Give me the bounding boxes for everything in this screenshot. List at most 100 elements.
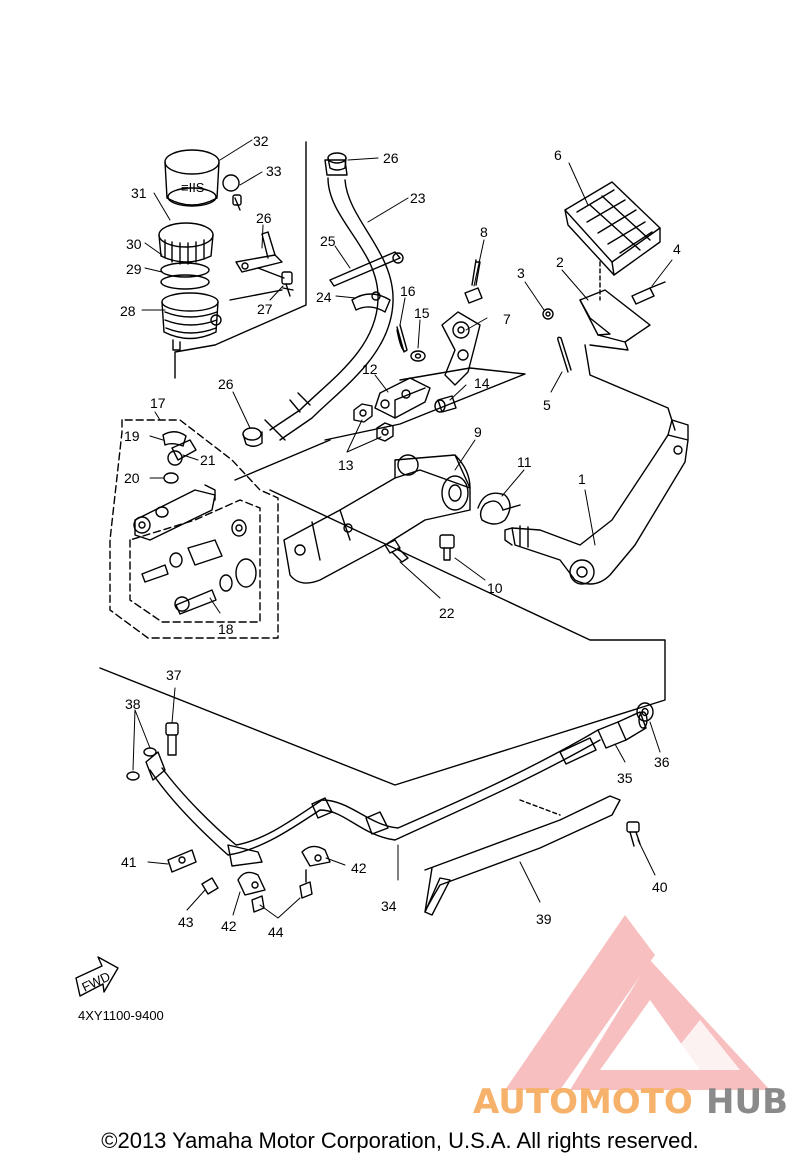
diaphragm-31 — [160, 262, 210, 278]
connection-line-a — [99, 489, 666, 786]
label-2: 2 — [556, 254, 564, 270]
label-6: 6 — [554, 147, 562, 163]
washer-39a — [143, 747, 157, 757]
connection-line-b — [234, 439, 331, 481]
label-28: 27 — [257, 301, 273, 317]
label-26-top: 26 — [383, 150, 399, 166]
svg-text:≡IIS: ≡IIS — [181, 180, 205, 195]
piston-kit-18 — [141, 519, 257, 615]
label-25: 25 — [320, 233, 336, 249]
label-4: 4 — [673, 241, 681, 257]
master-cylinder-group-outline — [109, 419, 279, 639]
label-17: 17 — [150, 395, 166, 411]
label-32: 31 — [131, 185, 147, 201]
watermark-text-1: AUTOMOTO — [473, 1082, 693, 1122]
label-10: 10 — [487, 580, 503, 596]
nut-3 — [542, 308, 554, 320]
hose-clip-26-bottom — [242, 427, 263, 447]
pin-14 — [434, 395, 457, 413]
label-40: 39 — [536, 911, 552, 927]
master-cylinder-body — [133, 484, 216, 541]
brake-pedal-1 — [504, 419, 689, 585]
bolt-8 — [464, 259, 483, 304]
fwd-label: FWD — [79, 969, 112, 995]
bolt-44c — [299, 869, 313, 899]
label-30: 29 — [126, 261, 142, 277]
bolt-44a — [201, 877, 219, 895]
bolt-44b — [251, 895, 265, 913]
label-8: 8 — [480, 224, 488, 240]
label-26-bottom: 26 — [218, 376, 234, 392]
brake-hose-35 — [145, 729, 601, 867]
label-33: 32 — [253, 133, 269, 149]
label-22: 22 — [439, 605, 455, 621]
label-27: 26 — [256, 210, 272, 226]
union-bolt-38 — [165, 722, 179, 756]
label-7: 7 — [503, 311, 511, 327]
label-36: 35 — [617, 770, 633, 786]
bolt-4 — [631, 281, 666, 305]
link-group-outline — [324, 367, 526, 441]
hose-guard-40 — [424, 795, 621, 916]
label-37: 36 — [654, 754, 670, 770]
label-12: 12 — [362, 361, 378, 377]
label-16: 16 — [400, 283, 416, 299]
copyright-footer: ©2013 Yamaha Motor Corporation, U.S.A. A… — [101, 1128, 699, 1153]
label-38: 37 — [166, 667, 182, 683]
label-39: 38 — [125, 696, 141, 712]
bolt-41 — [626, 821, 641, 847]
watermark-logo — [505, 915, 770, 1090]
o-ring-20 — [163, 472, 179, 484]
label-29: 28 — [120, 303, 136, 319]
cotter-pin-16 — [396, 324, 408, 353]
label-15: 15 — [414, 305, 430, 321]
clamp-42b — [237, 871, 266, 896]
label-34: 33 — [266, 163, 282, 179]
clevis-12 — [374, 377, 431, 419]
fwd-arrow-icon — [75, 956, 119, 997]
cotter-pin-5 — [557, 336, 572, 373]
leader-lines — [132, 139, 673, 919]
hose-tie-25 — [329, 251, 404, 287]
watermark-text-2: HUB — [706, 1082, 788, 1122]
hose-clip-19 — [162, 431, 187, 447]
bolt-10 — [439, 534, 455, 561]
reservoir-cap-32 — [158, 222, 214, 265]
washer-15 — [410, 350, 426, 362]
screw-34 — [222, 174, 242, 211]
label-5: 5 — [543, 397, 551, 413]
pedal-cover-2 — [579, 289, 651, 351]
label-18: 18 — [218, 621, 234, 637]
washer-39b — [126, 771, 140, 781]
hose-clamp-24 — [351, 291, 391, 313]
label-44-right: 44 — [268, 924, 284, 940]
plate-30 — [160, 274, 210, 290]
hose-clip-26-top — [327, 152, 347, 171]
part-labels: 32 33 31 30 29 28 26 27 26 23 25 24 26 1… — [78, 133, 681, 1023]
label-41: 40 — [652, 879, 668, 895]
inner-group-outline — [129, 499, 261, 623]
label-11: 11 — [517, 454, 532, 470]
pedal-pad-6 — [564, 181, 661, 276]
nut-13a — [353, 403, 373, 423]
pedal-arm-7 — [441, 311, 481, 386]
label-23: 23 — [410, 190, 426, 206]
label-35: 34 — [381, 898, 397, 914]
label-31: 30 — [126, 236, 142, 252]
clamp-43 — [301, 845, 331, 867]
washer-37 — [636, 702, 654, 722]
label-1: 1 — [578, 471, 586, 487]
bolt-22 — [384, 539, 409, 563]
hose-joint-21 — [167, 439, 197, 466]
reservoir-cap-33: ≡IIS — [164, 149, 220, 207]
return-spring-11 — [477, 492, 521, 525]
union-bolt-36 — [597, 711, 648, 749]
label-21: 21 — [200, 452, 216, 468]
label-3: 3 — [517, 265, 525, 281]
label-14: 14 — [474, 375, 490, 391]
reservoir-29 — [161, 292, 222, 351]
diagram-code: 4XY1100-9400 — [78, 1008, 164, 1023]
label-42-right: 42 — [221, 918, 237, 934]
label-44-left: 43 — [178, 914, 194, 930]
pedal-link-line — [584, 344, 676, 431]
